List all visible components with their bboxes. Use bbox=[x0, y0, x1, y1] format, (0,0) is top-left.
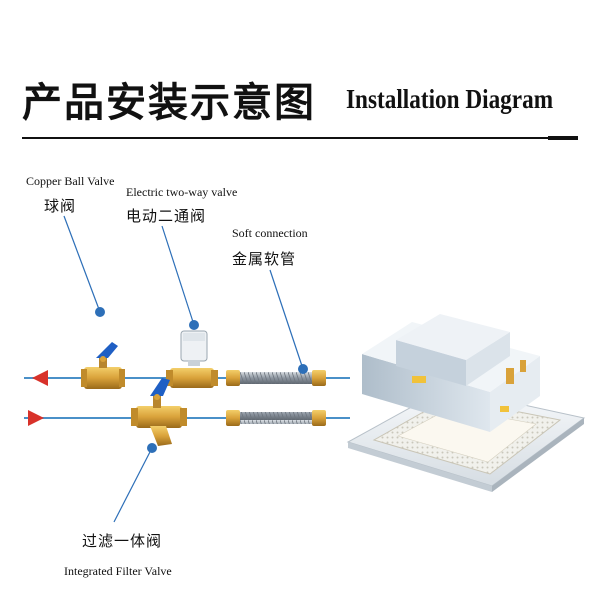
copper-ball-valve-icon bbox=[81, 342, 125, 389]
label-soft-connection-cn: 金属软管 bbox=[232, 250, 297, 268]
label-electric-valve-en: Electric two-way valve bbox=[126, 185, 238, 199]
label-copper-ball-valve-cn: 球阀 bbox=[44, 197, 77, 215]
title-chinese: 产品安装示意图 bbox=[22, 80, 316, 126]
title-english: Installation Diagram bbox=[346, 84, 554, 114]
leader-line-soft-connection bbox=[269, 269, 308, 374]
flow-arrow-left-icon bbox=[32, 370, 48, 386]
electric-two-way-valve-icon bbox=[166, 330, 218, 388]
soft-connection-hose-lower-icon bbox=[226, 410, 326, 426]
leader-line-copper-ball-valve bbox=[63, 215, 105, 317]
integrated-filter-valve-icon bbox=[131, 378, 187, 446]
leader-line-electric-valve bbox=[161, 225, 199, 330]
label-filter-valve-en: Integrated Filter Valve bbox=[64, 564, 172, 578]
leader-line-filter-valve bbox=[113, 443, 157, 523]
label-copper-ball-valve-en: Copper Ball Valve bbox=[26, 174, 115, 188]
label-electric-valve-cn: 电动二通阀 bbox=[126, 207, 207, 225]
cassette-ac-unit-icon bbox=[346, 314, 586, 492]
label-soft-connection-en: Soft connection bbox=[232, 226, 308, 240]
flow-arrow-right-icon bbox=[28, 410, 44, 426]
title-underline-accent bbox=[548, 136, 578, 140]
title-underline bbox=[22, 137, 570, 139]
label-filter-valve-cn: 过滤一体阀 bbox=[82, 532, 163, 550]
soft-connection-hose-upper-icon bbox=[226, 370, 326, 386]
